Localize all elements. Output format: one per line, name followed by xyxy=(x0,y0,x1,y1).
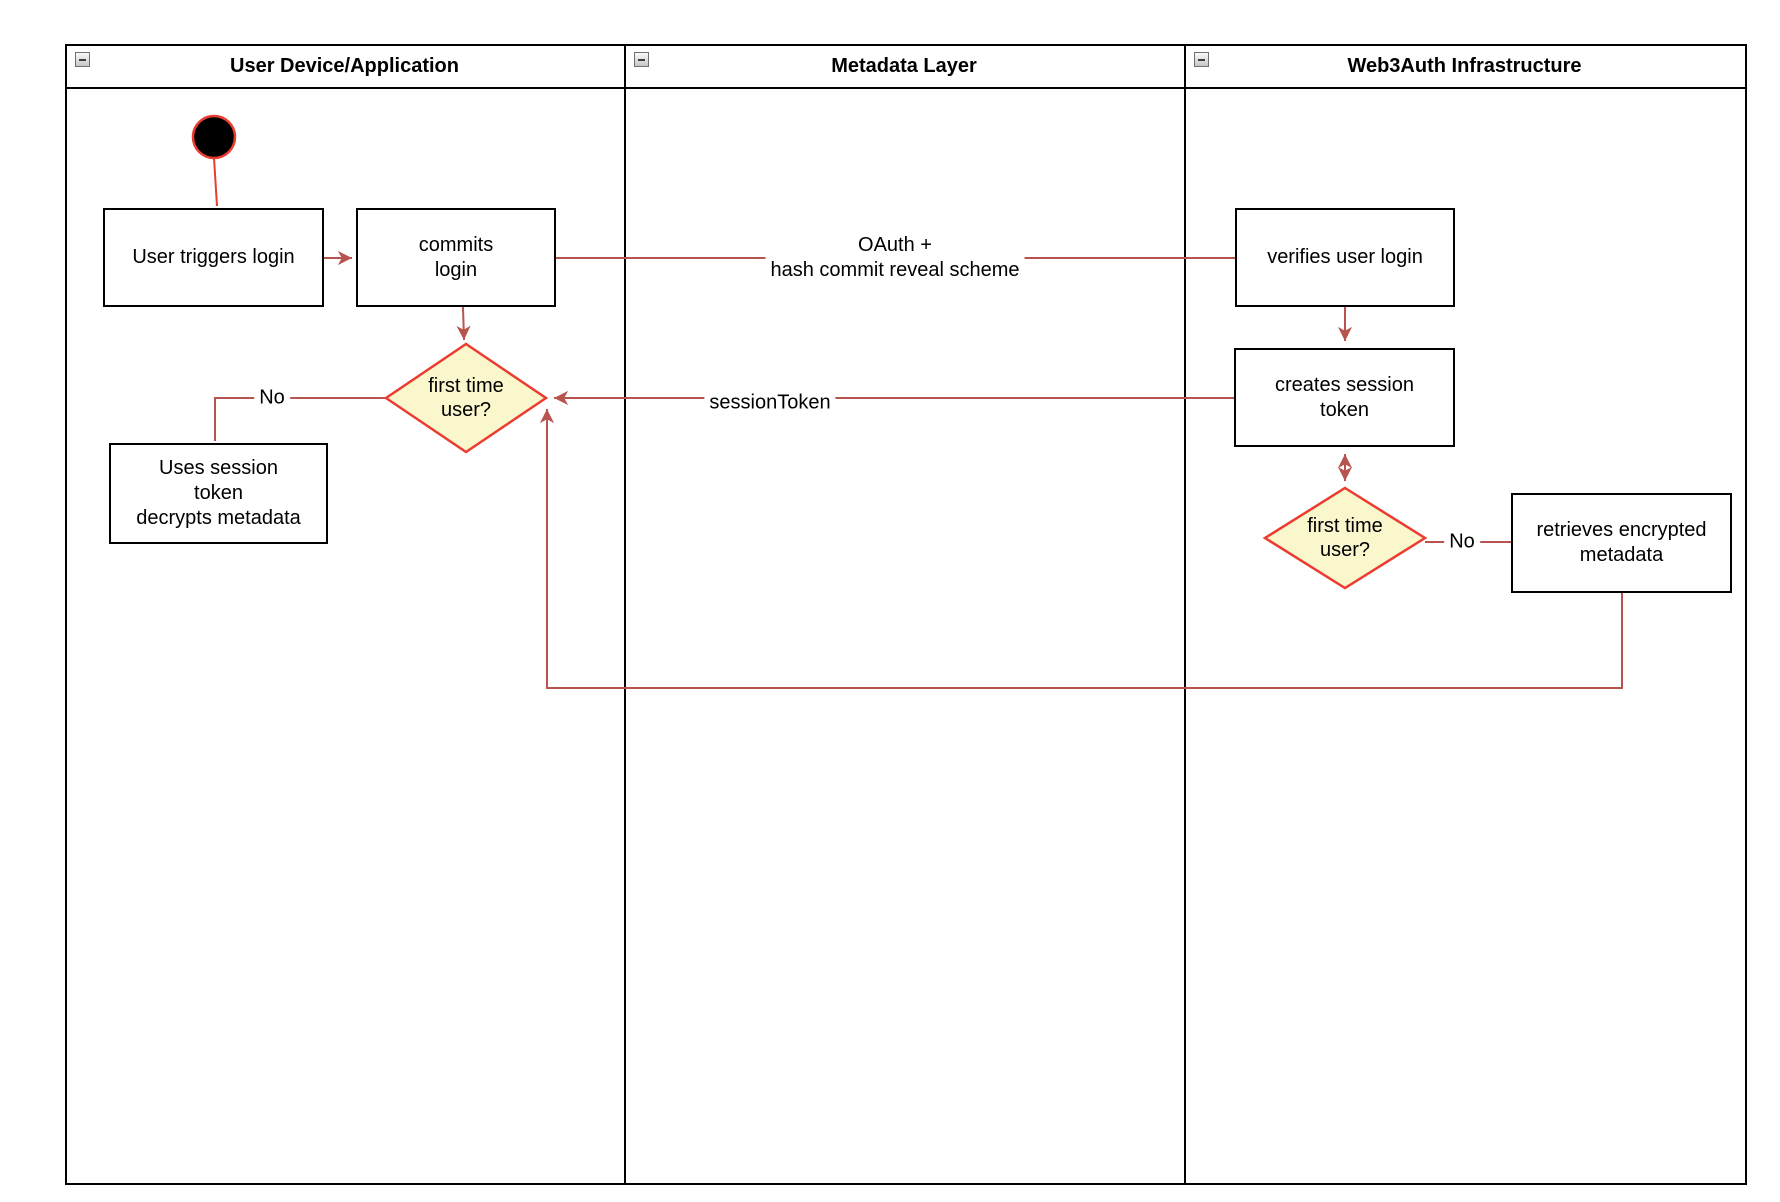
node-creates-session-token[interactable]: creates session token xyxy=(1234,348,1455,447)
edge-decision-no-to-uses-session xyxy=(214,397,387,441)
minus-glyph xyxy=(1198,58,1205,61)
lane-header-web3auth: Web3Auth Infrastructure xyxy=(1186,46,1743,87)
node-verifies-user-login[interactable]: verifies user login xyxy=(1235,208,1455,307)
minus-glyph xyxy=(638,58,645,61)
decision-diamond-user-device[interactable] xyxy=(383,342,549,454)
edge-label-oauth: OAuth + hash commit reveal scheme xyxy=(765,232,1025,284)
minus-glyph xyxy=(79,58,86,61)
decision-label-user-device: first time user? xyxy=(428,375,504,421)
lane-header-separator xyxy=(65,87,1745,89)
lane-separator-2 xyxy=(1184,44,1186,1183)
edge-label-no-user-device: No xyxy=(254,384,290,412)
lane-title-metadata: Metadata Layer xyxy=(831,55,977,77)
node-uses-session-token[interactable]: Uses session token decrypts metadata xyxy=(109,443,328,544)
edge-commits-to-decision xyxy=(456,306,471,341)
collapse-minus-icon[interactable] xyxy=(75,52,90,67)
lane-title-user-device: User Device/Application xyxy=(230,55,459,77)
collapse-minus-icon[interactable] xyxy=(1194,52,1209,67)
node-retrieves-encrypted-metadata[interactable]: retrieves encrypted metadata xyxy=(1511,493,1732,593)
edge-start-to-user-triggers xyxy=(213,157,218,207)
edge-label-no-web3auth: No xyxy=(1444,528,1480,556)
lane-header-user-device: User Device/Application xyxy=(67,46,622,87)
lane-header-metadata: Metadata Layer xyxy=(626,46,1182,87)
decision-diamond-web3auth[interactable] xyxy=(1262,486,1428,590)
decision-label-web3auth: first time user? xyxy=(1307,515,1383,561)
start-node[interactable] xyxy=(191,114,237,160)
collapse-minus-icon[interactable] xyxy=(634,52,649,67)
node-commits-login[interactable]: commits login xyxy=(356,208,556,307)
lane-title-web3auth: Web3Auth Infrastructure xyxy=(1347,55,1582,77)
node-user-triggers-login[interactable]: User triggers login xyxy=(103,208,324,307)
edge-label-session-token: sessionToken xyxy=(704,389,836,417)
edge-retrieves-feedback-to-decision xyxy=(539,409,1623,689)
lane-separator-1 xyxy=(624,44,626,1183)
